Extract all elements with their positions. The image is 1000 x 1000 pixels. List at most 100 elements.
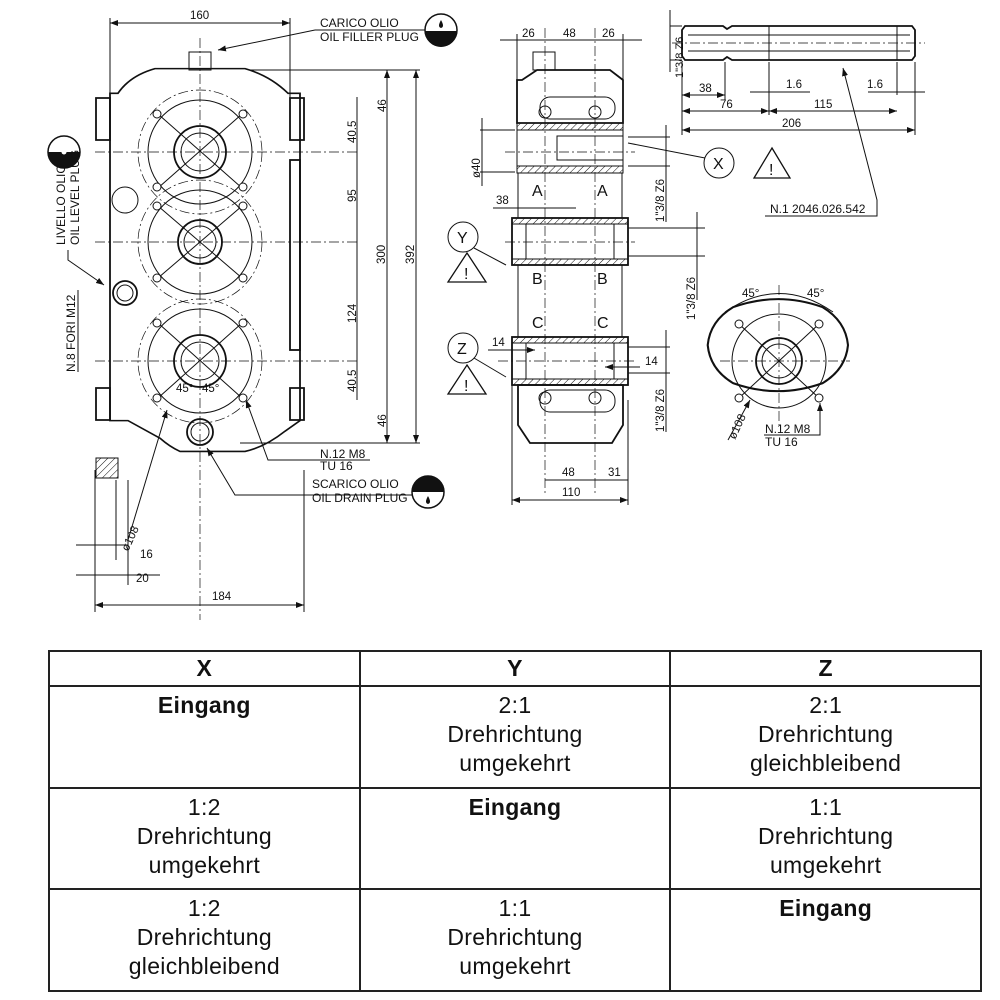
flange-view: 45° 45° ø108 N.12 M8 TU 16: [706, 285, 850, 449]
cell-text: umgekehrt: [769, 851, 882, 878]
bolts-label-2: TU 16: [320, 459, 353, 473]
dim-124: 124: [347, 303, 359, 323]
flange-angle-right: 45°: [807, 288, 824, 300]
spline-y-label: 1"3/8 Z6: [686, 277, 698, 320]
shaft-dim-1-6-right: 1.6: [867, 79, 883, 91]
header-x: X: [48, 650, 361, 687]
cell-text: Drehrichtung: [136, 822, 272, 849]
shaft-view: 1"3/8 Z6 38 1.6 1.6 76 115 206 N.1 2046.…: [669, 10, 925, 217]
label-b-left: B: [532, 271, 543, 288]
svg-text:Z: Z: [457, 341, 467, 358]
flange-diameter: ø108: [120, 524, 142, 553]
cell-text: Drehrichtung: [136, 924, 272, 951]
oil-drain-label-it: SCARICO OLIO: [312, 477, 399, 491]
dim-20: 20: [136, 573, 149, 585]
ratio: 1:2: [187, 895, 221, 922]
dim-46-top: 46: [377, 99, 389, 112]
dim-48-top: 48: [563, 28, 576, 40]
flange-bolts-2: TU 16: [765, 435, 798, 449]
technical-drawing: 160 46 40.5 95 124 40.5 46 300 392 45° 4…: [47, 10, 925, 620]
cell-text: umgekehrt: [459, 953, 571, 980]
cell-text: Drehrichtung: [447, 924, 583, 951]
svg-text:!: !: [769, 162, 773, 179]
cell-text: Drehrichtung: [758, 721, 894, 747]
oil-filler-label-it: CARICO OLIO: [320, 16, 399, 30]
cell-y-input: Eingang: [358, 786, 672, 891]
dim-300: 300: [376, 245, 388, 264]
svg-text:!: !: [464, 266, 468, 283]
ratio: 1:1: [809, 793, 843, 820]
shaft-dim-38: 38: [699, 83, 712, 95]
label-b-right: B: [597, 271, 608, 288]
flange-bolts-1: N.12 M8: [765, 422, 811, 436]
side-view: A A B B C C 26 48 26 ø40 38 1"3/8 Z6 1"3…: [446, 28, 792, 505]
shaft-spline-label: 1"3/8 Z6: [674, 37, 686, 78]
spline-x-label: 1"3/8 Z6: [655, 179, 667, 222]
bolts-label-1: N.12 M8: [320, 447, 366, 461]
dim-110: 110: [562, 487, 580, 499]
oil-drain-label-en: OIL DRAIN PLUG: [312, 491, 408, 505]
shaft-dim-115: 115: [814, 99, 832, 111]
cell-text: umgekehrt: [148, 851, 261, 878]
label-a-left: A: [532, 183, 543, 200]
cell-text: Eingang: [779, 895, 873, 922]
label-a-right: A: [597, 183, 608, 200]
ratio: 2:1: [809, 692, 843, 718]
shaft-dim-76: 76: [720, 99, 733, 111]
shaft-dim-206: 206: [782, 118, 801, 130]
dim-40-5-top: 40.5: [347, 121, 359, 143]
angle-left: 45°: [176, 383, 193, 395]
oil-level-label-it: LIVELLO OLIO: [54, 164, 68, 245]
oil-level-label-en: OIL LEVEL PLUG: [68, 150, 82, 245]
front-view: 160 46 40.5 95 124 40.5 46 300 392 45° 4…: [47, 10, 458, 620]
dim-40-5-bottom: 40.5: [347, 370, 359, 392]
svg-text:Y: Y: [457, 230, 468, 247]
cell-text: umgekehrt: [459, 750, 571, 776]
holes-label: N.8 FORI M12: [64, 294, 78, 372]
cell-text: gleichbleibend: [750, 750, 902, 776]
cell-text: Drehrichtung: [758, 822, 894, 849]
dim-31: 31: [608, 467, 621, 479]
warning-icon-x: !: [752, 146, 792, 179]
dim-160: 160: [190, 10, 209, 22]
svg-text:!: !: [464, 378, 468, 395]
dim-dia-40: ø40: [471, 158, 483, 178]
angle-right: 45°: [202, 383, 219, 395]
label-c-right: C: [597, 315, 609, 332]
ratio: 2:1: [498, 692, 532, 718]
cell-x-input: Eingang: [48, 685, 361, 789]
oil-filler-label-en: OIL FILLER PLUG: [320, 30, 419, 44]
flange-angle-left: 45°: [742, 288, 759, 300]
shaft-dim-1-6-left: 1.6: [786, 79, 802, 91]
dim-16: 16: [140, 549, 153, 561]
dim-392: 392: [405, 245, 417, 264]
oil-filler-icon: [424, 13, 458, 47]
dim-48-bottom: 48: [562, 467, 575, 479]
shaft-part-number: N.1 2046.026.542: [770, 202, 866, 216]
dim-26-right: 26: [602, 28, 615, 40]
warning-icon-y: !: [446, 251, 488, 283]
marker-z: Z: [447, 332, 479, 364]
header-y: Y: [358, 650, 672, 687]
dim-14-left: 14: [492, 337, 505, 349]
oil-drain-icon: [411, 475, 445, 509]
marker-x: X: [703, 147, 735, 179]
oil-level-icon: [47, 135, 81, 169]
ratio: 1:2: [187, 793, 221, 820]
spline-z-label: 1"3/8 Z6: [655, 389, 667, 432]
dim-38-side: 38: [496, 195, 509, 207]
flange-diameter: ø108: [727, 412, 749, 441]
ratio: 1:1: [498, 895, 532, 922]
header-z: Z: [669, 650, 982, 687]
svg-text:X: X: [713, 156, 724, 173]
cell-text: gleichbleibend: [128, 953, 280, 980]
